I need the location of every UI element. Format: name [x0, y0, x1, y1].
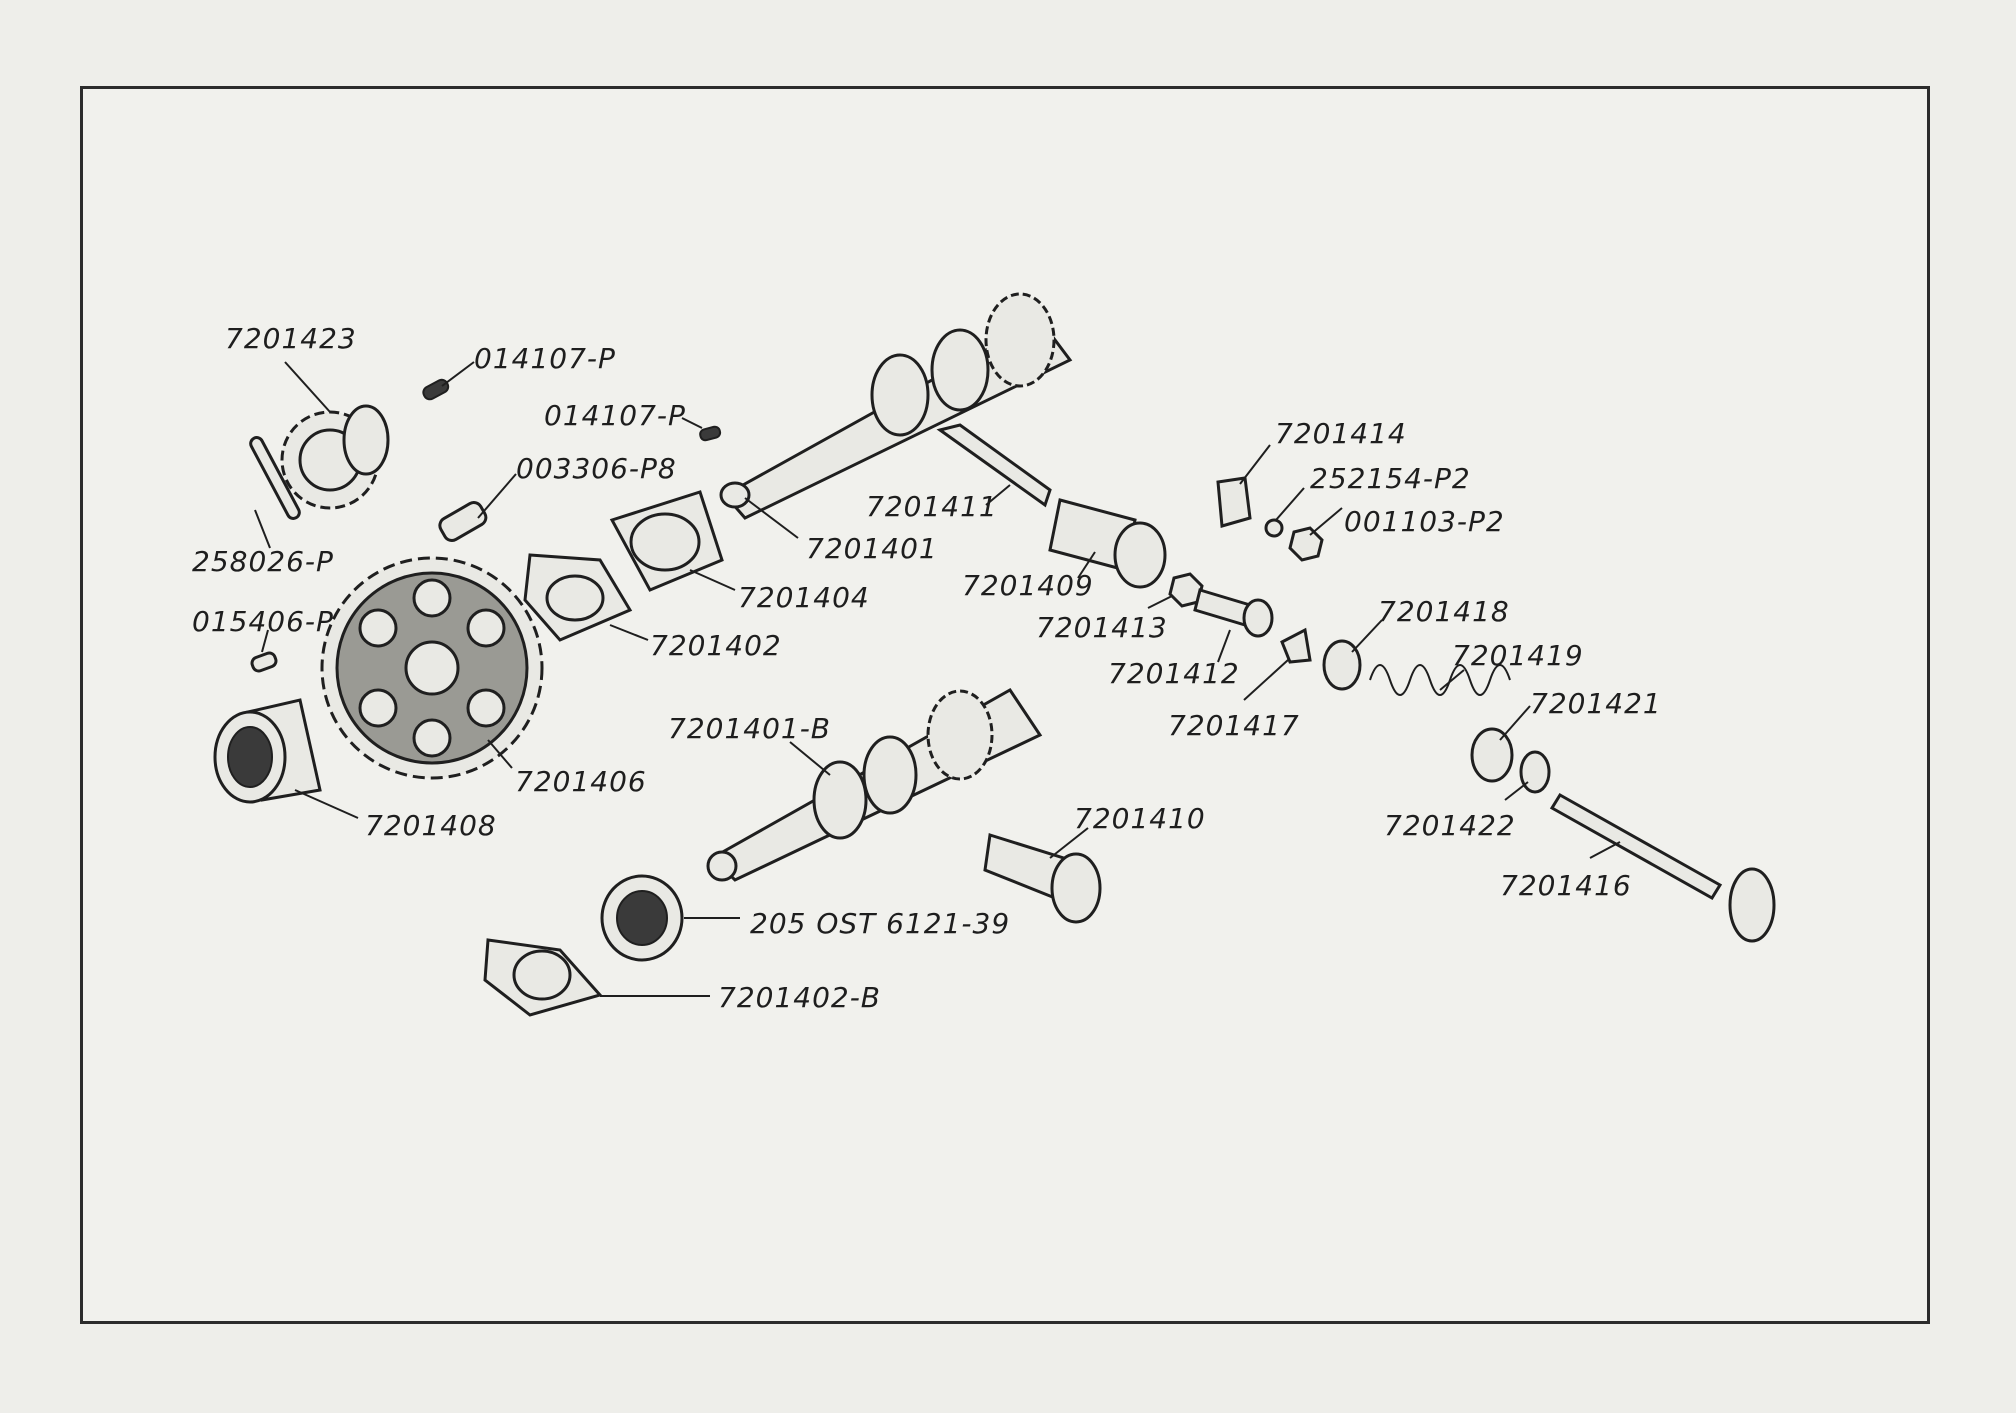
label-252154p2: 252154-P2 — [1310, 462, 1471, 495]
label-7201401b: 7201401-B — [668, 712, 832, 745]
tube-7201409 — [1048, 498, 1167, 589]
pin-258026p — [249, 436, 301, 520]
key-014107p-b — [699, 425, 722, 442]
leader-lines — [254, 361, 1621, 997]
label-003306p8: 003306-P8 — [516, 452, 677, 485]
plate-7201414 — [1216, 476, 1252, 528]
label-205ost: 205 OST 6121-39 — [750, 907, 1011, 940]
key-014107p-a — [422, 378, 450, 401]
label-7201401: 7201401 — [806, 532, 938, 565]
valve-7201416 — [1549, 792, 1776, 943]
flange-7201402b — [483, 938, 603, 1017]
label-7201404: 7201404 — [738, 581, 870, 614]
label-7201413: 7201413 — [1036, 611, 1168, 644]
label-7201411: 7201411 — [866, 490, 998, 523]
bolt-7201412 — [1193, 588, 1274, 638]
label-7201417: 7201417 — [1168, 709, 1300, 742]
hub-7201408 — [213, 698, 322, 804]
label-7201422: 7201422 — [1384, 809, 1516, 842]
label-7201402: 7201402 — [650, 629, 782, 662]
rocker-7201411 — [936, 423, 1052, 508]
pin-015406p — [250, 651, 278, 673]
label-7201418: 7201418 — [1378, 595, 1510, 628]
label-7201410: 7201410 — [1074, 802, 1206, 835]
label-7201414: 7201414 — [1275, 417, 1407, 450]
cup-7201421 — [1470, 727, 1514, 783]
keeper-7201417 — [1280, 627, 1312, 664]
ring-252154p2 — [1264, 518, 1284, 538]
bearing-housing-7201404 — [609, 490, 724, 592]
nut-001103p2 — [1288, 526, 1324, 562]
label-7201408: 7201408 — [365, 809, 497, 842]
label-7201423: 7201423 — [225, 322, 357, 355]
washer-7201422 — [1519, 750, 1551, 794]
label-7201412: 7201412 — [1108, 657, 1240, 690]
label-7201416: 7201416 — [1500, 869, 1632, 902]
ball-bearing-205ost — [600, 874, 684, 962]
label-258026p: 258026-P — [192, 545, 334, 578]
label-7201402b: 7201402-B — [718, 981, 882, 1014]
label-014107p-b: 014107-P — [544, 399, 686, 432]
label-7201419: 7201419 — [1452, 639, 1584, 672]
label-7201406: 7201406 — [515, 765, 647, 798]
bolt-003306p8 — [438, 501, 488, 542]
camshaft-7201401 — [719, 292, 1073, 520]
washer-7201418 — [1322, 639, 1362, 691]
label-015406p: 015406-P — [192, 605, 334, 638]
label-7201409: 7201409 — [962, 569, 1094, 602]
large-gear-7201406 — [320, 556, 544, 780]
gasket-7201402 — [523, 553, 633, 642]
small-gear-7201423 — [280, 404, 390, 510]
spring-7201419 — [1369, 664, 1511, 696]
label-7201421: 7201421 — [1530, 687, 1662, 720]
label-014107p-a: 014107-P — [474, 342, 616, 375]
pusher-7201410 — [983, 833, 1102, 924]
camshaft-7201401b — [706, 688, 1043, 882]
label-001103p2: 001103-P2 — [1344, 505, 1505, 538]
